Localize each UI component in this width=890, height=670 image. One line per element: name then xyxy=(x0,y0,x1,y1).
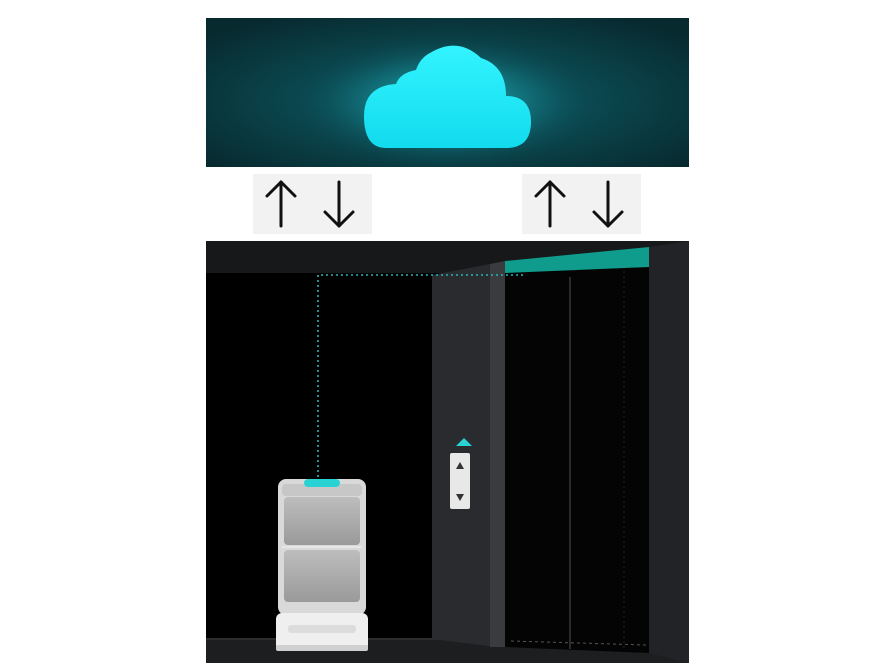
elevator-icon xyxy=(505,241,689,663)
elevator-scene xyxy=(206,241,689,663)
arrows-left xyxy=(253,174,372,234)
cloud-panel-graphic xyxy=(206,18,689,167)
down-arrow-icon xyxy=(594,182,622,226)
down-arrow-icon xyxy=(325,182,353,226)
delivery-robot-icon xyxy=(276,479,368,651)
arrows-right xyxy=(522,174,641,234)
scene-graphic xyxy=(206,241,689,663)
cloud-panel xyxy=(206,18,689,167)
up-arrow-icon xyxy=(536,182,564,226)
up-arrow-icon xyxy=(267,182,295,226)
